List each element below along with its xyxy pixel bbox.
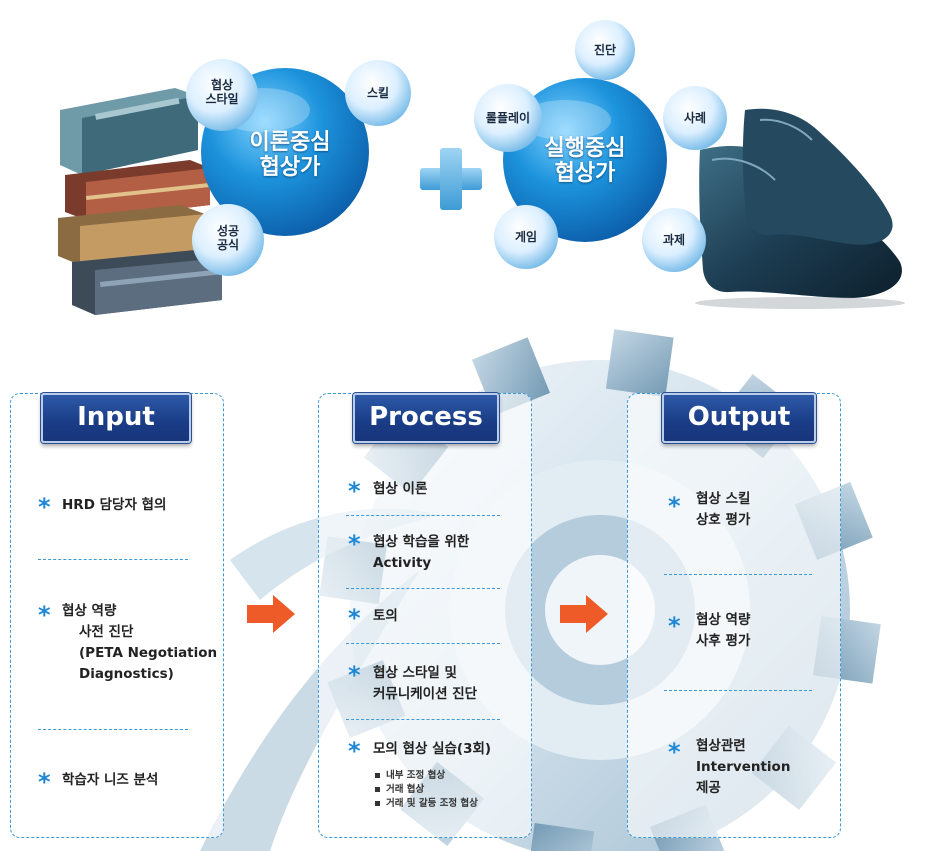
input-item-3: 학습자 니즈 분석 [62,770,158,791]
item-line: 제공 [696,780,721,796]
item-line: 사전 진단 [79,624,134,640]
satellite-line: 성공 [216,224,240,238]
practice-bubble [503,78,667,242]
item-line: 토의 [373,608,398,624]
item-line: HRD 담당자 협의 [62,497,167,513]
item-line: 커뮤니케이션 진단 [373,686,478,702]
process-divider-2 [346,588,500,589]
books-illustration [58,88,222,315]
satellite-success: 성공 공식 [198,224,258,253]
output-panel [627,393,841,838]
asterisk-icon: * [348,661,361,689]
item-line: 모의 협상 실습(3회) [373,741,492,757]
satellite-roleplay: 롤플레이 [472,111,544,125]
input-panel [10,393,224,838]
center-line: 협상가 [554,161,616,187]
output-item-1: 협상 스킬 상호 평가 [696,489,750,531]
input-divider-1 [38,559,188,560]
process-item-3: 토의 [373,606,398,627]
process-item-5: 모의 협상 실습(3회) [373,739,491,760]
subitem-label: 거래 협상 [386,784,425,795]
item-line: 협상 역량 [62,603,117,619]
process-divider-4 [346,719,500,720]
asterisk-icon: * [38,493,51,521]
item-line: Activity [373,555,432,571]
arrow-right-icon [247,595,295,633]
satellite-case: 사례 [665,111,725,125]
input-header: Input [41,393,191,443]
process-divider-1 [346,515,500,516]
output-divider-2 [664,690,812,691]
satellite-line: 협상 [210,78,234,92]
subitem-label: 거래 및 갈등 조정 협상 [386,798,478,809]
item-line: 협상관련 [696,738,746,754]
output-header: Output [662,393,816,443]
item-line: (PETA Negotiation [79,645,218,661]
plus-icon [420,148,482,210]
item-line: Intervention [696,759,791,775]
satellite-line: 스킬 [366,86,390,100]
center-line: 이론중심 [249,130,331,155]
theory-negotiator-label: 이론중심 협상가 [230,130,350,181]
asterisk-icon: * [668,492,681,520]
center-line: 실행중심 [544,136,626,161]
item-line: 학습자 니즈 분석 [62,772,159,788]
process-item-2: 협상 학습을 위한 Activity [373,532,469,574]
asterisk-icon: * [38,768,51,796]
output-item-2: 협상 역량 사후 평가 [696,610,750,652]
process-panel [318,393,532,838]
subitem: 내부 조정 협상 [375,769,478,783]
process-item-1: 협상 이론 [373,479,427,500]
item-line: 협상 학습을 위한 [373,534,470,550]
item-line: 사후 평가 [696,633,751,649]
satellite-line: 진단 [593,43,617,57]
arrow-right-icon [560,595,608,633]
top-illustration [58,20,905,315]
item-line: 협상 스킬 [696,491,751,507]
item-line: 협상 스타일 및 [373,665,457,681]
subitem-label: 내부 조정 협상 [386,770,446,781]
asterisk-icon: * [668,738,681,766]
practice-negotiator-label: 실행중심 협상가 [520,136,650,187]
asterisk-icon: * [348,530,361,558]
shoes-illustration [695,108,905,309]
satellite-line: 롤플레이 [485,111,531,125]
satellite-style: 협상 스타일 [192,78,252,107]
satellite-skill: 스킬 [348,86,408,100]
output-divider-1 [664,574,812,575]
output-item-3: 협상관련 Intervention 제공 [696,736,790,799]
input-divider-2 [38,729,188,730]
item-line: 상호 평가 [696,512,751,528]
satellite-line: 공식 [216,238,240,253]
item-line: Diagnostics) [79,666,174,682]
asterisk-icon: * [38,601,51,629]
satellite-diagnosis: 진단 [575,43,635,57]
process-item-4: 협상 스타일 및 커뮤니케이션 진단 [373,663,477,705]
asterisk-icon: * [348,737,361,765]
satellite-line: 사례 [683,111,707,125]
asterisk-icon: * [348,604,361,632]
satellite-task: 과제 [644,233,704,247]
asterisk-icon: * [668,612,681,640]
satellite-line: 게임 [514,230,538,244]
satellite-line: 스타일 [205,92,239,107]
input-item-1: HRD 담당자 협의 [62,495,166,516]
item-line: 협상 역량 [696,612,751,628]
item-line: 협상 이론 [373,481,428,497]
subitem: 거래 협상 [375,783,478,797]
subitem: 거래 및 갈등 조정 협상 [375,797,478,811]
process-header: Process [353,393,499,443]
satellite-line: 과제 [662,233,686,247]
asterisk-icon: * [348,477,361,505]
input-item-2: 협상 역량 사전 진단 (PETA Negotiation Diagnostic… [62,601,217,685]
process-subitems: 내부 조정 협상 거래 협상 거래 및 갈등 조정 협상 [375,769,478,811]
center-line: 협상가 [259,155,321,181]
satellite-game: 게임 [496,230,556,244]
process-divider-3 [346,643,500,644]
